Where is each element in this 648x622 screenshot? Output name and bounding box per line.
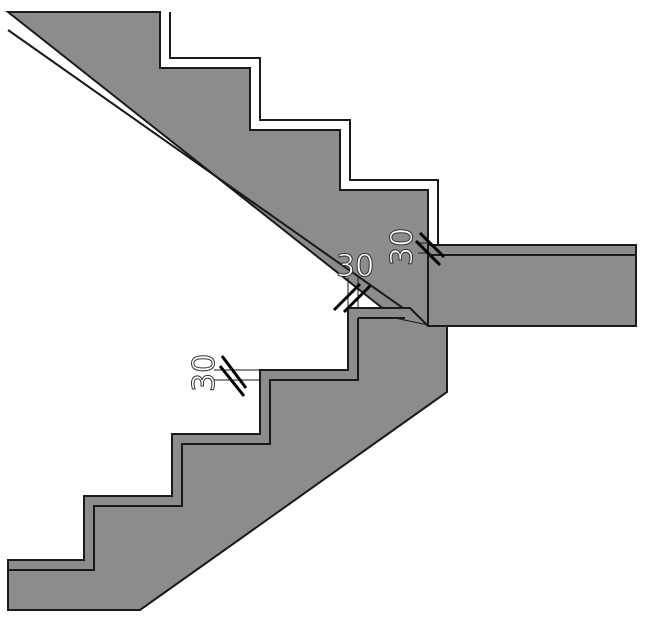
- dim-tick-mark: [332, 282, 362, 312]
- dimension-upper-right: 30: [385, 227, 446, 267]
- lower-stair-flight: [7, 307, 448, 611]
- dim-tick-mark: [342, 284, 372, 314]
- upper-flight-soffit: [7, 29, 421, 321]
- upper-flight-finish-line: [169, 12, 439, 325]
- landing-joint: [394, 307, 429, 327]
- dim-tick-mark: [220, 355, 248, 389]
- dimension-landing: 30: [332, 249, 375, 314]
- dim-tick-mark: [414, 239, 442, 267]
- dim-label-upper-right: 30: [385, 228, 420, 266]
- dim-tick-mark: [418, 231, 446, 259]
- dimension-lower-left: 30: [187, 353, 260, 397]
- dim-label-lower-left: 30: [187, 354, 222, 392]
- dim-label-landing: 30: [336, 249, 374, 284]
- dim-tick-mark: [218, 365, 246, 397]
- landing-slab: [427, 244, 637, 327]
